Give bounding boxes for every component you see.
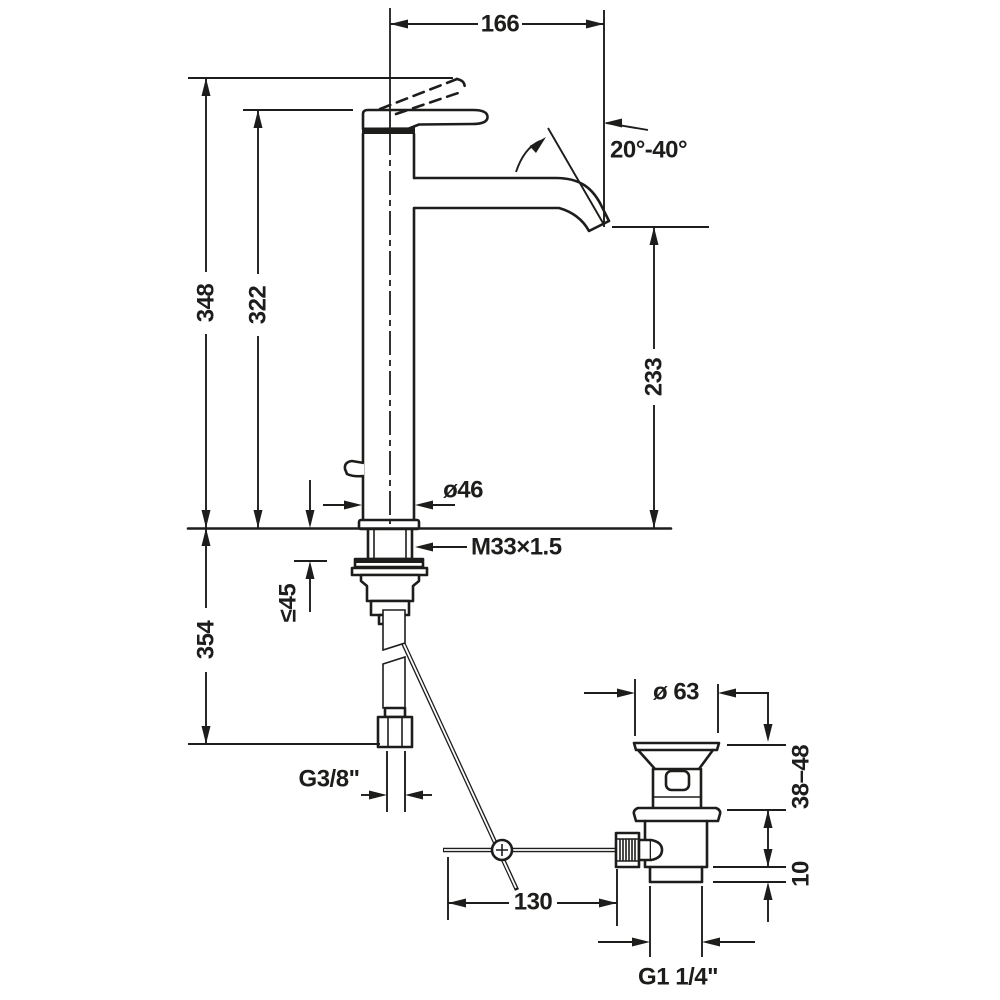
waste-window [664,769,691,792]
supply-hose [376,609,414,749]
handle-joint-band [362,127,415,134]
mounting-nut [359,573,421,603]
faucet-spout [414,176,611,233]
dim-waste-step-height: 10 [788,861,815,887]
dim-below-deck-length: 354 [193,620,220,660]
dim-waste-flange-diameter: ø 63 [653,679,699,706]
dim-supply-thread: G3/8" [299,766,360,793]
popup-waste-assembly [614,741,722,884]
pull-rod-knob [343,459,365,478]
dim-angle-range: 20°-40° [610,137,687,164]
waste-funnel-rim [632,741,721,752]
hose-ferrule [383,706,407,719]
dim-mounting-thread: M33×1.5 [471,534,562,561]
hose-nut [376,715,414,749]
dim-spout-height: 233 [641,358,668,397]
pivot-screw-icon [496,844,508,856]
dim-body-diameter: ø46 [443,477,483,504]
dim-max-deck-thickness: ≤45 [275,584,302,623]
under-deck-assembly [350,527,618,891]
dim-lever-rod-length: 130 [514,889,553,916]
dim-height-to-handle: 322 [245,286,272,325]
dimension-lines: 166 20°-40° 348 322 233 ø46 [188,10,815,991]
dim-spout-reach: 166 [481,11,520,38]
dim-waste-thread: G1 1/4" [638,964,718,991]
rod-sleeve [637,838,653,862]
handle-raised-position [378,77,466,116]
dim-overall-height: 348 [193,284,220,323]
faucet-body [343,77,611,531]
waste-flange [632,806,722,823]
threaded-shank [366,527,414,561]
faucet-column [363,134,414,520]
dim-waste-depth-range: 38–48 [788,745,815,809]
faucet-handle [361,108,489,131]
